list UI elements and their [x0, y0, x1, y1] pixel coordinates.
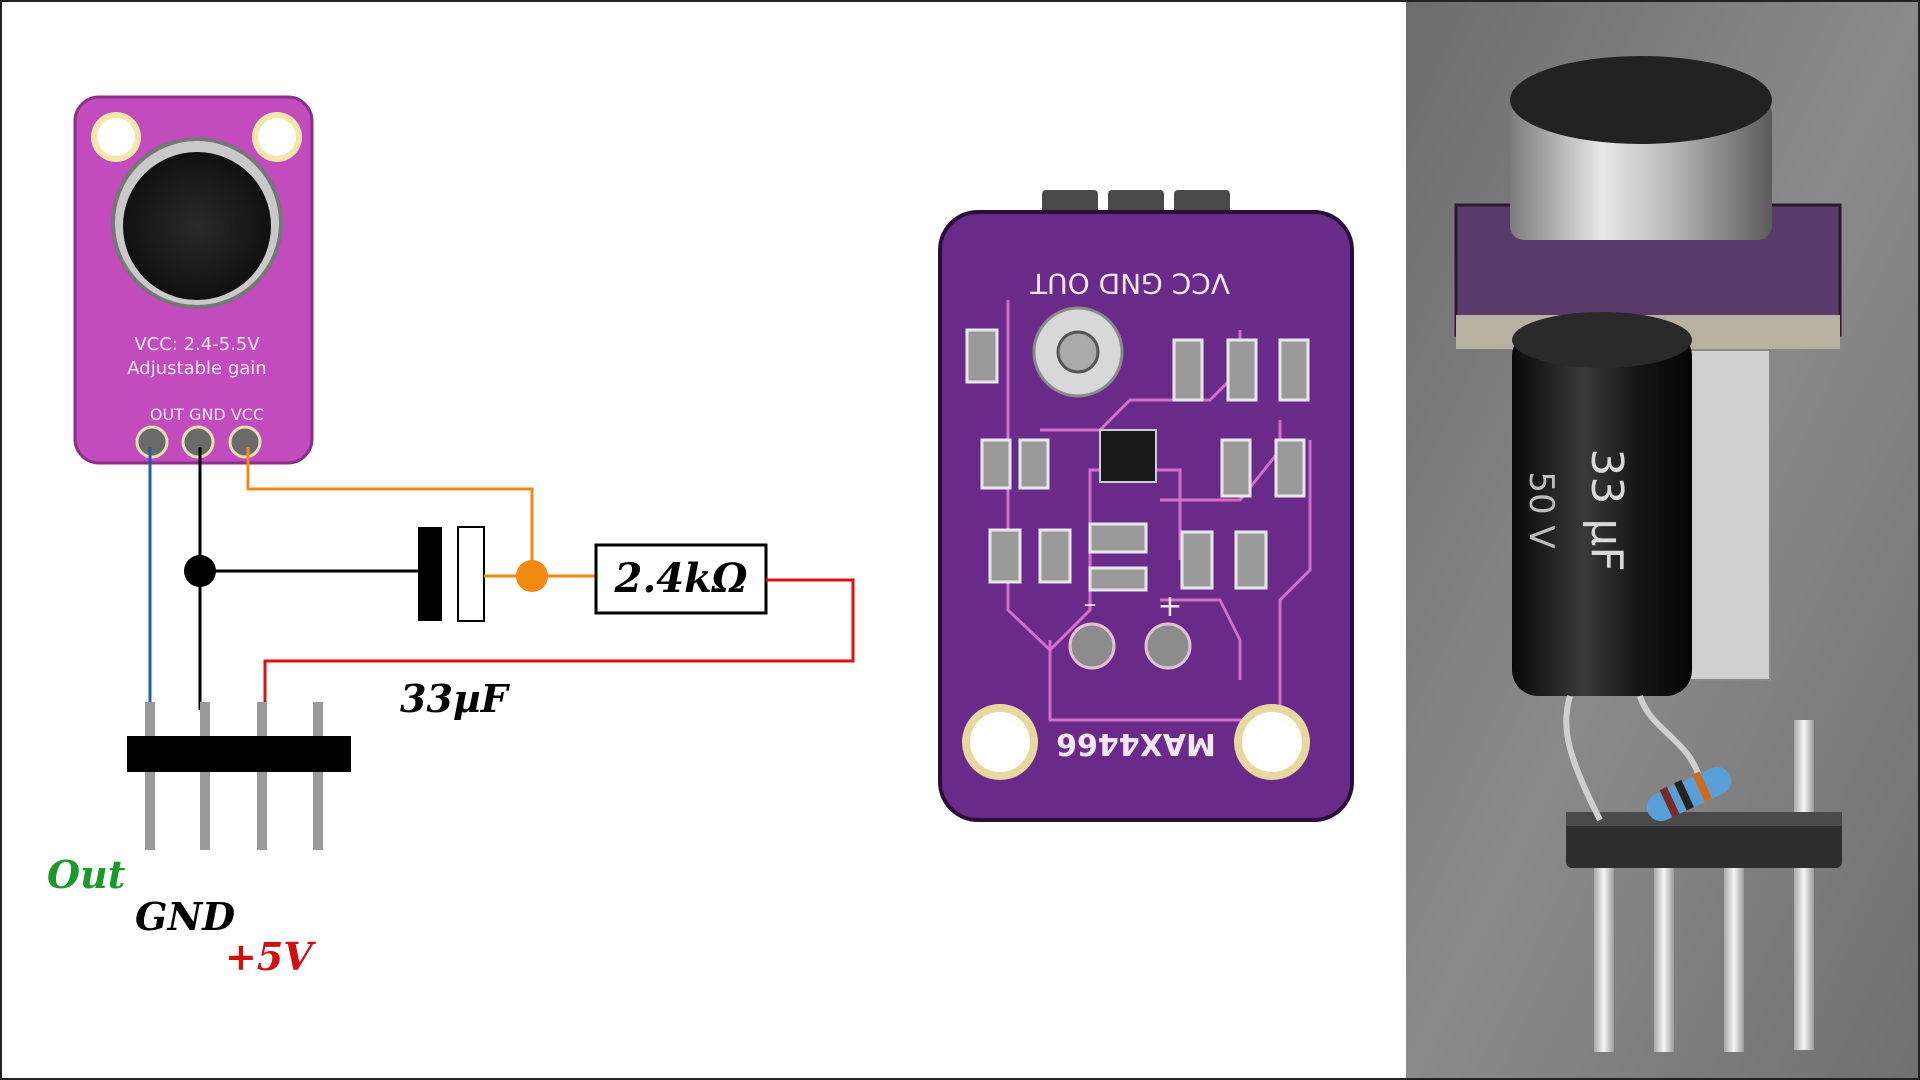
photo-capacitor-print: 33 µF	[1581, 448, 1632, 571]
assembled-photo: 33 µF 50 V	[1406, 2, 1918, 1078]
resistor-box	[594, 543, 768, 615]
mount-hole-left-inner	[97, 118, 135, 156]
pad-gnd	[181, 425, 215, 459]
solder-pad-plus	[1144, 622, 1192, 670]
middle-pcb-minus: –	[1084, 589, 1097, 619]
photo-capacitor-print2: 50 V	[1521, 471, 1561, 548]
photo-header-pins	[1566, 720, 1842, 1052]
header-housing	[127, 736, 351, 772]
chip-name-label: MAX4466	[1056, 726, 1216, 761]
capacitor-positive-plate	[457, 526, 485, 622]
capacitor-negative-plate	[418, 527, 442, 621]
pad-out	[135, 425, 169, 459]
pin-label-out: Out	[47, 852, 126, 897]
pad-vcc	[228, 425, 262, 459]
microphone-foam	[123, 152, 271, 300]
pin-header	[127, 702, 351, 850]
left-module-silk-vcc: VCC: 2.4-5.5V	[134, 334, 260, 355]
wire-plus5	[263, 578, 855, 710]
solder-pad-minus	[1068, 622, 1116, 670]
pin-label-gnd: GND	[135, 894, 235, 939]
middle-pcb-header-labels: VCC GND OUT	[1029, 267, 1230, 300]
max4466-module: VCC GND OUT – + MAX4466	[938, 190, 1354, 822]
vcc-junction-dot	[516, 560, 548, 592]
resistor-label: 2.4kΩ	[614, 555, 748, 602]
pin-unused	[313, 702, 323, 850]
left-mic-module: VCC: 2.4-5.5V Adjustable gain OUT GND VC…	[73, 95, 314, 465]
pin-label-plus5: +5V	[225, 934, 316, 979]
photo-resistor	[1646, 766, 1732, 822]
photo-capacitor	[1512, 330, 1692, 696]
middle-mount-hole-right-inner	[1242, 712, 1302, 772]
middle-pcb-plus: +	[1157, 589, 1182, 624]
wire-vcc	[246, 447, 534, 576]
smd-components	[965, 328, 1310, 592]
left-module-silk-gain: Adjustable gain	[127, 358, 266, 379]
schematic: 2.4kΩ 33µF Out GND +5V	[47, 447, 855, 979]
pin-out	[145, 702, 155, 850]
mount-hole-right-inner	[258, 118, 296, 156]
trimmer-knob	[1056, 330, 1100, 374]
capacitor-label: 33µF	[400, 676, 511, 721]
left-module-pin-labels: OUT GND VCC	[150, 405, 264, 424]
photo-capacitor-top	[1512, 312, 1692, 368]
photo-microphone-top	[1510, 56, 1772, 144]
middle-mount-hole-left-inner	[970, 712, 1030, 772]
photo-capacitor-leads	[1563, 695, 1703, 822]
pin-plus5	[257, 702, 267, 850]
pin-gnd	[200, 702, 210, 850]
ic-chip	[1099, 429, 1157, 483]
